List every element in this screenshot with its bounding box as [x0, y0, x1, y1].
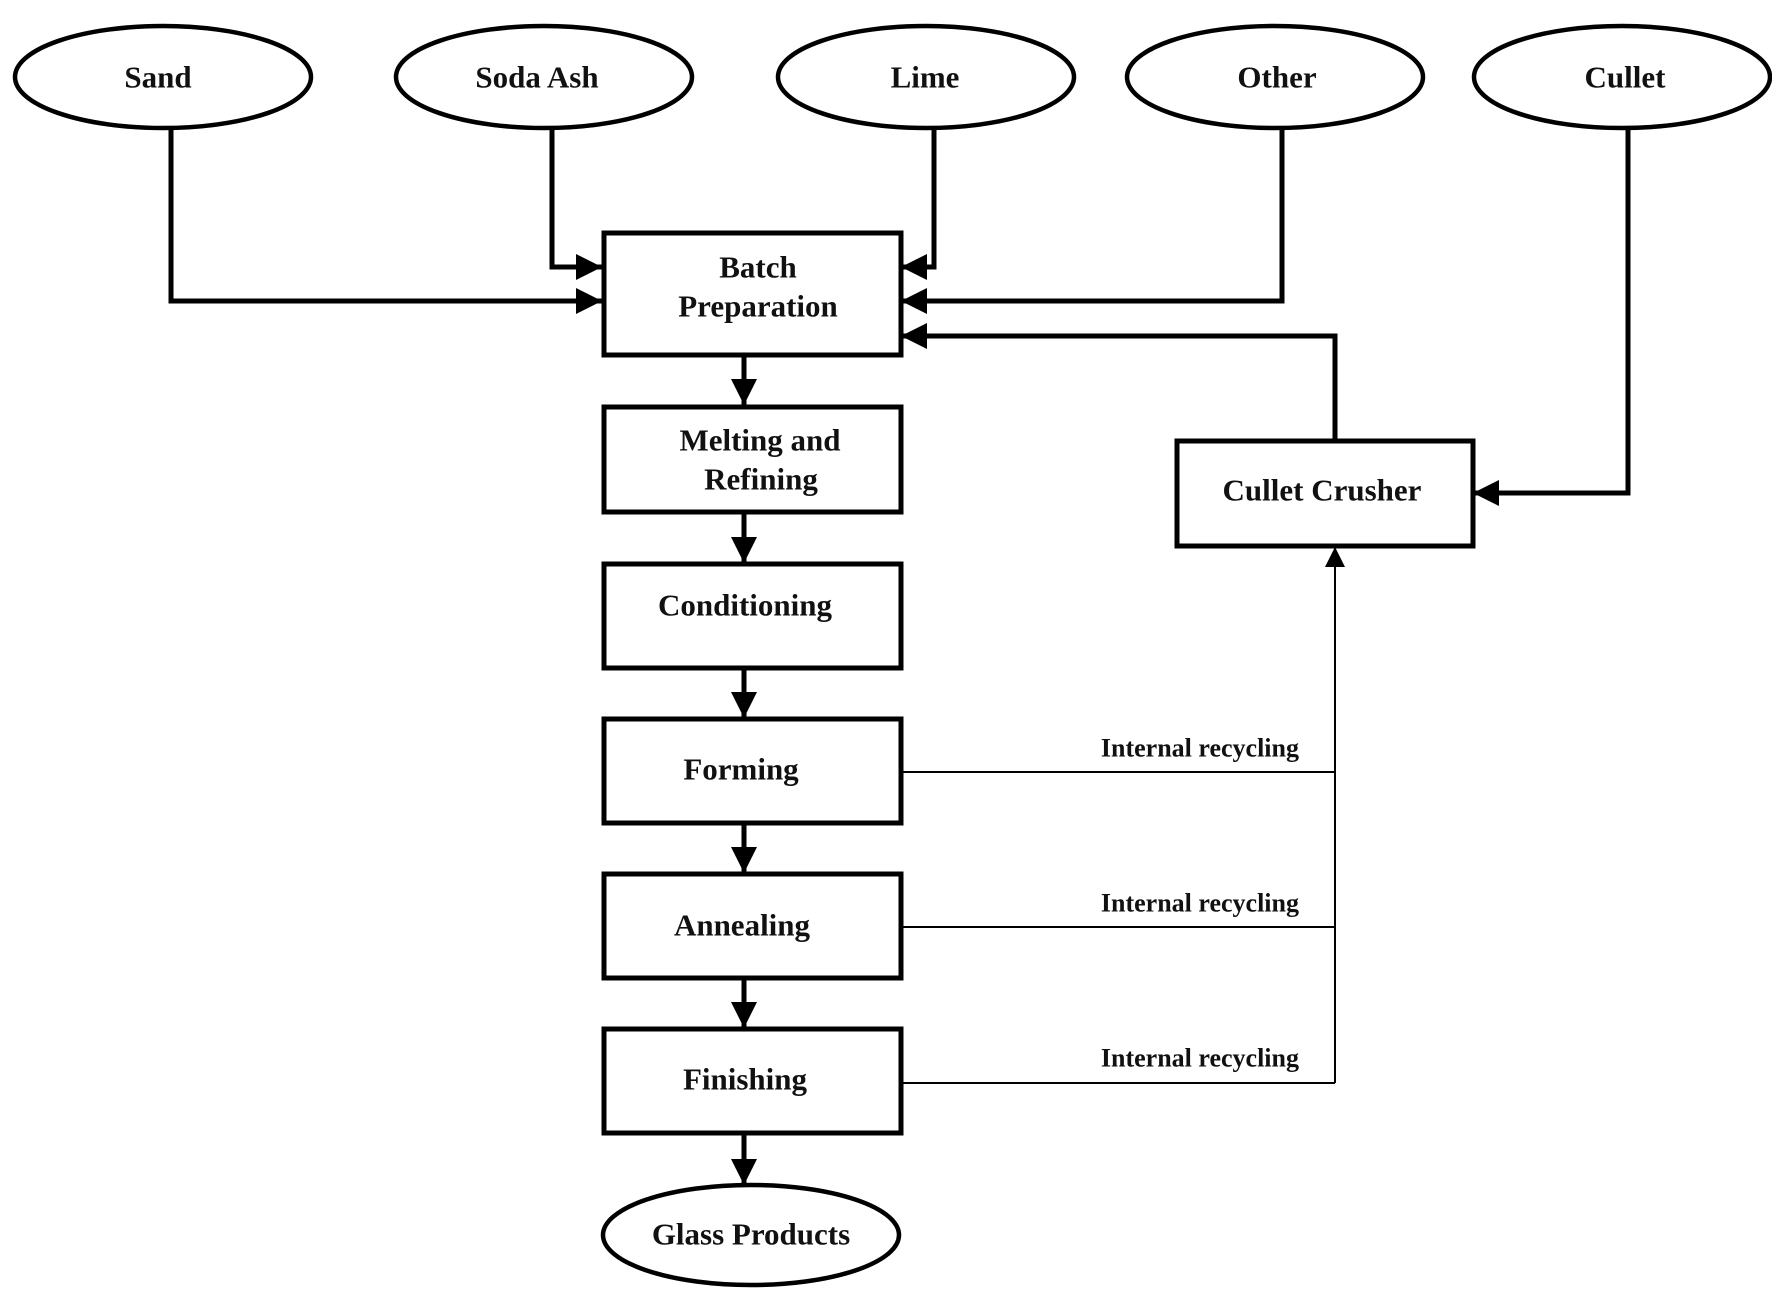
forming-label: Forming — [683, 752, 799, 787]
recycling-label-forming: Internal recycling — [1101, 734, 1299, 763]
melting-refining-label-line1: Melting and — [679, 423, 840, 458]
edge-cullet-crusher-to-batch — [901, 323, 1338, 440]
melting-refining-box: Melting and Refining — [601, 404, 904, 515]
glass-products-output: Glass Products — [600, 1182, 902, 1288]
edges — [168, 130, 1631, 1185]
cullet-crusher-label: Cullet Crusher — [1223, 473, 1422, 508]
input-other: Other — [1124, 23, 1426, 131]
finishing-label: Finishing — [683, 1062, 808, 1097]
melting-refining-label-line2: Refining — [704, 462, 818, 497]
finishing-box: Finishing — [601, 1026, 904, 1136]
batch-preparation-box: Batch Preparation — [601, 230, 904, 358]
batch-preparation-label-line1: Batch — [719, 250, 797, 285]
edge-other-to-batch — [901, 130, 1285, 314]
forming-box: Forming — [601, 716, 904, 826]
edge-cullet-to-crusher — [1473, 130, 1631, 506]
cullet-crusher-box: Cullet Crusher — [1174, 438, 1476, 549]
annealing-box: Annealing — [601, 871, 904, 981]
edge-sand-to-batch — [168, 130, 602, 314]
recycling-label-finishing: Internal recycling — [1101, 1044, 1299, 1073]
input-soda-ash: Soda Ash — [393, 23, 695, 131]
input-soda-ash-label: Soda Ash — [475, 60, 598, 95]
input-sand: Sand — [12, 23, 314, 131]
input-lime-label: Lime — [891, 60, 960, 95]
edge-soda-ash-to-batch — [549, 130, 602, 280]
input-sand-label: Sand — [124, 60, 191, 95]
input-other-label: Other — [1237, 60, 1316, 95]
glass-products-label: Glass Products — [652, 1217, 850, 1252]
input-cullet-label: Cullet — [1585, 60, 1667, 95]
batch-preparation-label-line2: Preparation — [678, 289, 838, 324]
input-cullet: Cullet — [1471, 23, 1772, 131]
recycling-label-annealing: Internal recycling — [1101, 889, 1299, 918]
conditioning-label: Conditioning — [658, 588, 833, 623]
input-lime: Lime — [775, 23, 1077, 131]
edge-lime-to-batch — [901, 130, 937, 280]
annealing-label: Annealing — [674, 908, 811, 943]
conditioning-box: Conditioning — [601, 561, 904, 671]
